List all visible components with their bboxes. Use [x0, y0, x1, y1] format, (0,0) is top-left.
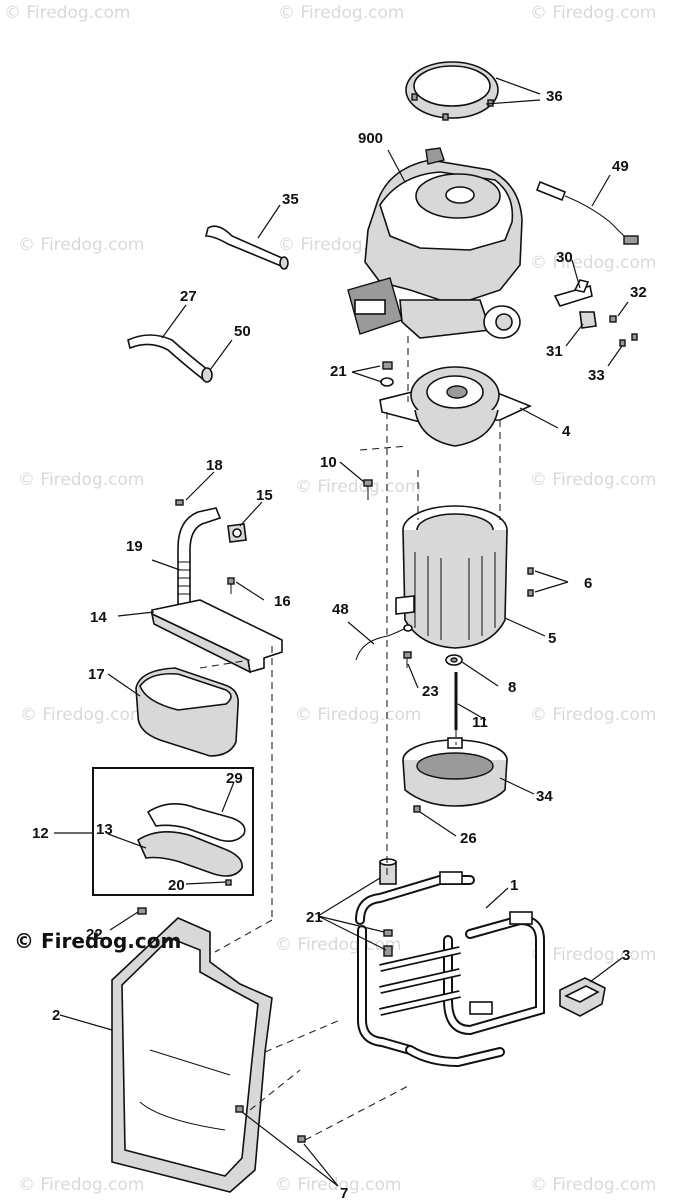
callout-29: 29	[226, 770, 243, 787]
part-49-sensor	[535, 180, 639, 245]
part-35-hose	[204, 225, 289, 270]
callout-numbers: 36 900 49 35 30 27 32 50 31 33 21 4 10 1…	[32, 88, 647, 1200]
callout-20: 20	[168, 877, 185, 894]
callout-14: 14	[90, 609, 107, 626]
watermark: © Firedog.com	[530, 470, 656, 490]
part-19-exhaust-pipe	[177, 507, 222, 607]
callout-23: 23	[422, 683, 439, 700]
part-7-screws	[235, 1105, 306, 1143]
callout-17: 17	[88, 666, 105, 683]
callout-50: 50	[234, 323, 251, 340]
callout-21: 21	[330, 363, 347, 380]
watermark: © Firedog.com	[278, 3, 404, 23]
watermark: © Firedog.com	[18, 470, 144, 490]
watermark: © Firedog.com	[295, 477, 421, 497]
watermark: © Firedog.com	[530, 945, 656, 965]
callout-26: 26	[460, 830, 477, 847]
watermark: © Firedog.com	[18, 1175, 144, 1195]
part-48-wire	[355, 624, 413, 661]
callout-3: 3	[622, 947, 630, 964]
watermark: © Firedog.com	[530, 253, 656, 273]
callout-11: 11	[472, 714, 488, 731]
part-8-washer	[445, 654, 463, 666]
callout-21: 21	[306, 909, 323, 926]
watermark: © Firedog.com	[295, 705, 421, 725]
callout-22: 22	[86, 926, 103, 943]
callout-15: 15	[256, 487, 273, 504]
part-10-bolt	[363, 479, 373, 500]
callout-27: 27	[180, 288, 197, 305]
callout-18: 18	[206, 457, 223, 474]
part-16-screw	[227, 577, 235, 594]
part-1-frame	[355, 871, 545, 1068]
watermark: © Firedog.com	[18, 235, 144, 255]
part-31-sensor	[579, 311, 597, 329]
callout-35: 35	[282, 191, 299, 208]
watermark: © Firedog.com	[530, 3, 656, 23]
part-20-screw	[225, 879, 232, 886]
watermark: © Firedog.com	[530, 705, 656, 725]
part-4-adapter	[379, 366, 533, 447]
callout-32: 32	[630, 284, 647, 301]
callout-12: 12	[32, 825, 49, 842]
callout-6: 6	[584, 575, 592, 592]
part-17-muffler	[135, 667, 240, 757]
callout-33: 33	[588, 367, 605, 384]
assembly-dash-lines	[199, 336, 501, 1141]
callout-19: 19	[126, 538, 143, 555]
part-36-ring	[405, 61, 499, 121]
part-26-screw	[413, 805, 421, 813]
part-900-engine	[347, 147, 523, 339]
callout-4: 4	[562, 423, 571, 440]
callout-1: 1	[510, 877, 518, 894]
part-22-screw	[137, 907, 147, 915]
part-2-housing	[111, 917, 273, 1193]
firedog-watermark: © Firedog.com	[14, 929, 181, 953]
watermark: © Firedog.com	[275, 1175, 401, 1195]
callout-7: 7	[340, 1185, 348, 1200]
watermark: © Firedog.com	[4, 3, 130, 23]
callout-5: 5	[548, 630, 556, 647]
callout-13: 13	[96, 821, 113, 838]
part-21-hardware-top	[380, 361, 394, 387]
part-15-gasket	[227, 523, 247, 543]
part-21-hardware-bottom	[379, 858, 397, 957]
part-5-alternator	[395, 505, 508, 649]
callout-34: 34	[536, 788, 553, 805]
callout-8: 8	[508, 679, 516, 696]
callout-31: 31	[546, 343, 563, 360]
part-13-gasket	[136, 831, 243, 877]
callout-36: 36	[546, 88, 563, 105]
part-18-screw	[175, 499, 184, 506]
callout-2: 2	[52, 1007, 60, 1024]
watermark: © Firedog.com	[275, 935, 401, 955]
part-33-screw	[619, 333, 638, 347]
callout-10: 10	[320, 454, 337, 471]
watermark: © Firedog.com	[20, 705, 146, 725]
callout-30: 30	[556, 249, 573, 266]
callout-49: 49	[612, 158, 629, 175]
part-3-foot	[559, 977, 606, 1017]
callout-16: 16	[274, 593, 291, 610]
part-6-screws	[527, 567, 534, 597]
part-14-bracket	[150, 599, 283, 674]
watermark: © Firedog.com	[530, 1175, 656, 1195]
callout-900: 900	[358, 130, 383, 147]
callout-48: 48	[332, 601, 349, 618]
part-32-nut	[609, 315, 617, 323]
part-23-screw	[403, 651, 412, 668]
part-30-bracket	[553, 279, 593, 307]
part-34-cover	[402, 737, 508, 807]
leader-lines	[54, 77, 629, 1187]
watermark-layer: © Firedog.com © Firedog.com © Firedog.co…	[4, 3, 656, 1195]
part-29-heat-shield	[146, 803, 246, 842]
part-12-kit-box	[92, 767, 254, 896]
part-27-hose	[127, 334, 213, 383]
